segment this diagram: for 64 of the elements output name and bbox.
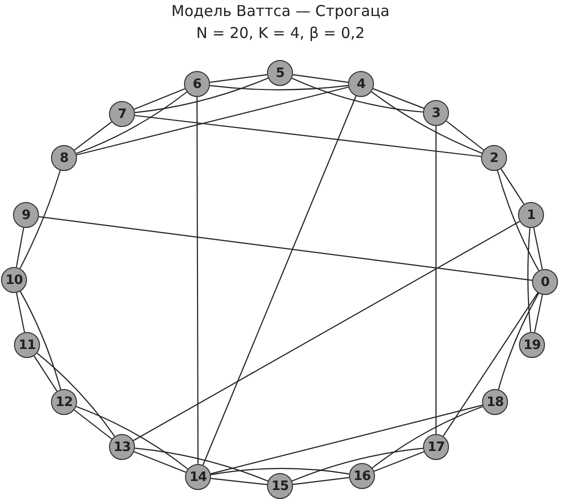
node-circle: 11 [14,332,40,358]
edge-line [16,292,26,332]
edge-line [500,168,524,204]
node-circle: 5 [267,60,293,86]
edge-line [202,96,356,466]
edge-line [20,170,61,269]
edge-line [133,220,520,442]
node-circle: 17 [423,434,449,460]
edge-line [74,121,112,151]
edge-line [76,92,188,154]
edge-line [74,410,112,440]
node-circle: 6 [184,71,210,97]
edge-line [134,451,186,473]
edge-line [446,120,484,150]
node-circle: 9 [13,202,39,228]
edge-line [134,114,482,158]
edge-line [16,228,24,268]
edge-line [371,91,482,154]
edge-line [210,85,348,90]
edge-line [34,356,58,392]
edge-line [533,228,543,270]
node-circle: 2 [481,145,507,171]
node-circle: 1 [518,202,544,228]
node-circle: 16 [349,463,375,489]
edge-line [498,293,540,390]
edge-line [210,404,483,474]
edge-line [20,291,62,390]
node-circle: 10 [1,267,27,293]
edge-line [435,126,437,434]
node-circle: 8 [51,145,77,171]
edge-line [372,406,483,468]
parameter-label: N = 20, K = 4, β = 0,2 [196,24,365,42]
node-circle: 15 [267,473,293,499]
diagram-title: Модель Ваттса — Строгаца [171,2,390,20]
edge-line [527,228,532,332]
edge-line [292,74,348,83]
edge-line [36,352,116,437]
edge-line [76,86,349,156]
edge-line [210,478,268,486]
edge-line [292,78,424,113]
edge-line [38,216,532,281]
node-circle: 19 [519,332,545,358]
edge-line [292,477,350,485]
edge-line [134,78,268,114]
edge-line [372,88,424,109]
edge-line [534,294,543,332]
edge-line [134,448,268,482]
edge-line [76,406,188,470]
edge-line [374,451,424,472]
node-circle: 12 [51,389,77,415]
edge-line [496,170,540,271]
edge-line [134,88,186,110]
node-circle: 13 [109,434,135,460]
node-circle: 0 [532,269,558,295]
node-circle: 18 [482,389,508,415]
edge-line [442,292,538,436]
node-circle: 3 [423,100,449,126]
node-circle: 4 [348,71,374,97]
edge-line [210,74,268,83]
node-circle: 14 [185,464,211,490]
edge-line [210,468,350,476]
edge-line [196,97,199,464]
node-circle: 7 [109,101,135,127]
edge-line [292,448,424,482]
